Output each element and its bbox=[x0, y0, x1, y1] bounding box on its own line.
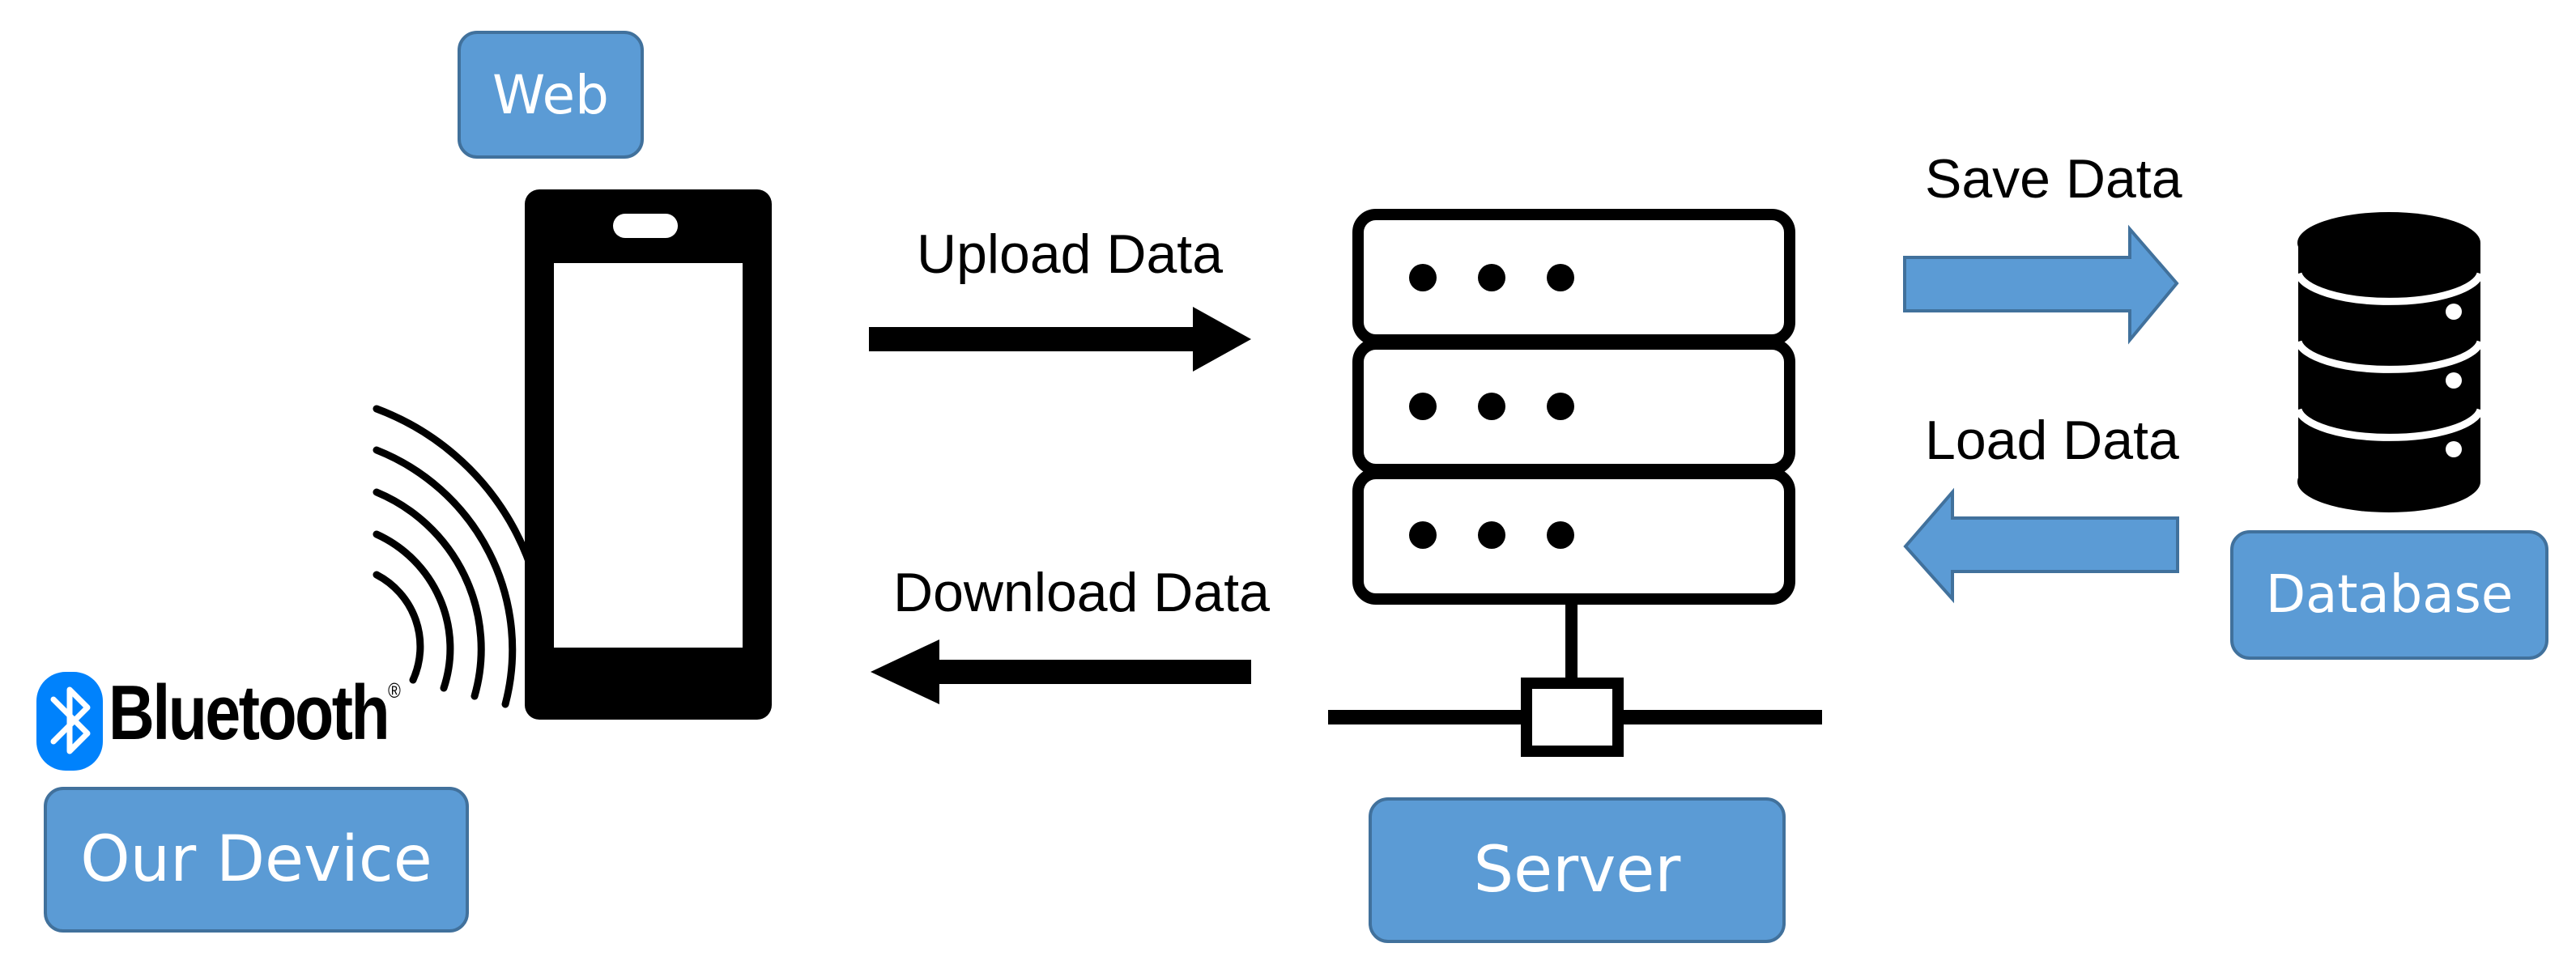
network-connector-icon bbox=[1328, 601, 1822, 757]
smartphone-icon bbox=[525, 189, 772, 720]
bluetooth-label: Bluetooth bbox=[109, 669, 390, 756]
load-arrow bbox=[1903, 487, 2179, 604]
web-label-box: Web bbox=[458, 31, 644, 159]
bluetooth-wordmark: Bluetooth® bbox=[109, 669, 401, 758]
server-status-dots bbox=[1409, 264, 1574, 549]
download-label: Download Data bbox=[893, 562, 1270, 623]
server-label: Server bbox=[1473, 834, 1681, 907]
server-label-box: Server bbox=[1369, 797, 1786, 943]
device-label-box: Our Device bbox=[44, 787, 469, 933]
database-label: Database bbox=[2265, 565, 2514, 625]
save-label: Save Data bbox=[1925, 148, 2182, 210]
database-label-box: Database bbox=[2230, 530, 2548, 660]
upload-arrow bbox=[869, 307, 1251, 372]
database-icon bbox=[2294, 212, 2484, 512]
upload-label: Upload Data bbox=[917, 223, 1224, 285]
save-arrow bbox=[1903, 224, 2179, 345]
server-rack-icon bbox=[1352, 209, 1795, 605]
bluetooth-registered-mark: ® bbox=[388, 678, 401, 703]
bluetooth-logo-icon bbox=[36, 672, 103, 771]
wireless-signal-icon bbox=[373, 405, 549, 716]
load-label: Load Data bbox=[1925, 410, 2179, 471]
device-label: Our Device bbox=[80, 823, 432, 896]
download-arrow bbox=[871, 639, 1251, 704]
web-label: Web bbox=[492, 63, 609, 126]
